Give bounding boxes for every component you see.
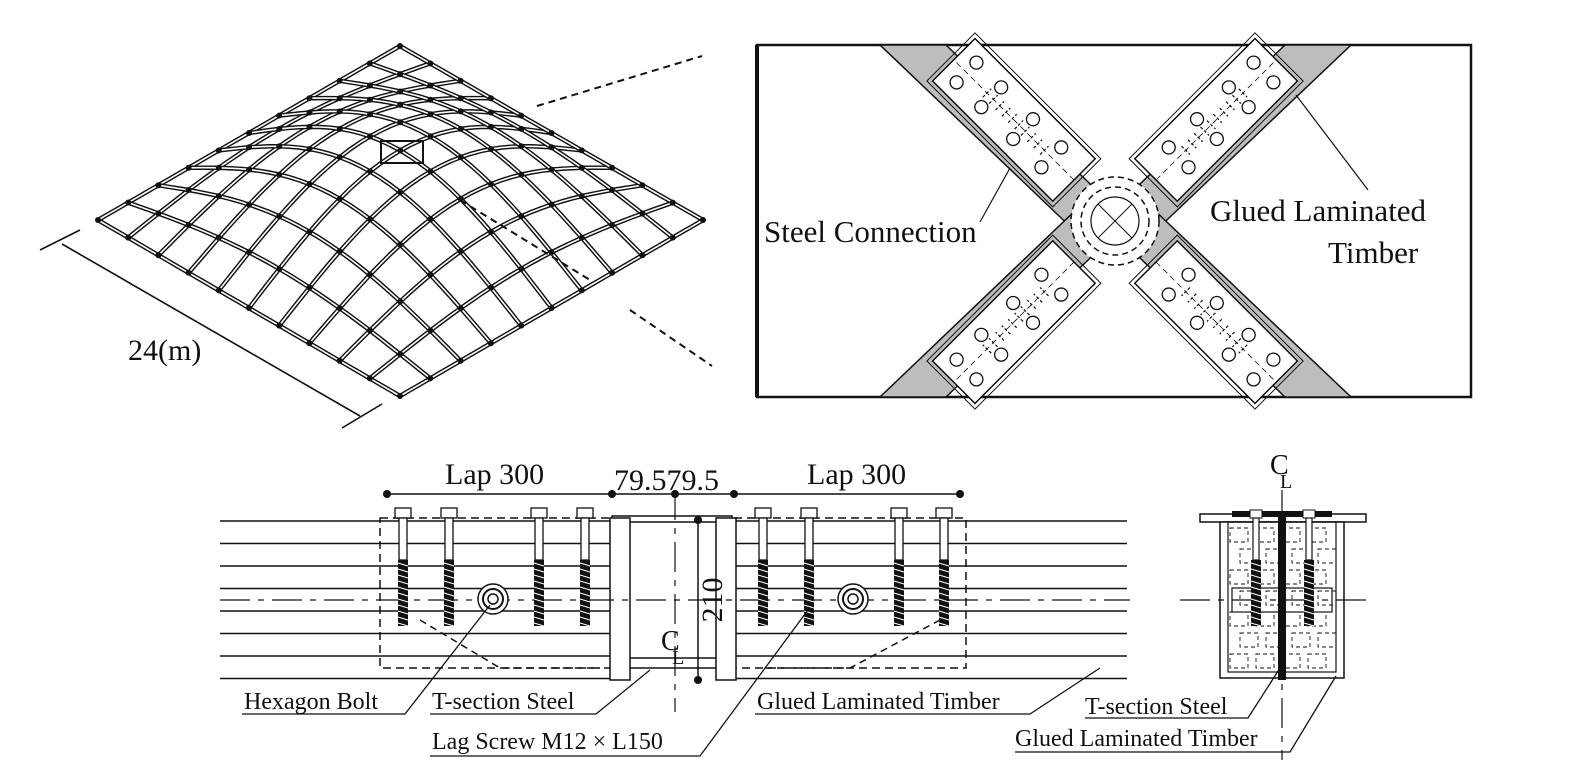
steel-connection-label: Steel Connection [764,214,977,249]
end-centerline-c: C [1270,450,1289,481]
section-centerline-l: L [672,647,684,669]
glulam-label-line2: Timber [1328,235,1419,270]
end-glulam-label: Glued Laminated Timber [1015,726,1258,752]
lap-right-label: Lap 300 [807,458,906,491]
span-dimension [39,229,383,429]
t-section-steel-label: T-section Steel [432,689,575,715]
end-view [1015,490,1370,760]
longitudinal-section [220,490,1130,757]
depth-dimension-label: 210 [696,578,729,623]
end-centerline-l: L [1280,471,1292,493]
detail-leader-lines [459,55,713,367]
section-glulam-label: Glued Laminated Timber [757,689,1000,715]
dome-detail-marker [380,140,424,164]
hexagon-bolt-label: Hexagon Bolt [244,689,378,715]
section-centerline-c: C [661,626,680,657]
lap-left-label: Lap 300 [445,458,544,491]
end-t-section-label: T-section Steel [1085,694,1228,720]
glulam-label-line1: Glued Laminated [1210,193,1427,228]
gap-dimension-label: 79.579.5 [614,464,719,497]
lag-screw-label: Lag Screw M12 × L150 [432,729,663,755]
span-label: 24(m) [128,334,201,367]
joint-plan-detail [755,32,1473,410]
gridshell-dome [95,43,706,399]
